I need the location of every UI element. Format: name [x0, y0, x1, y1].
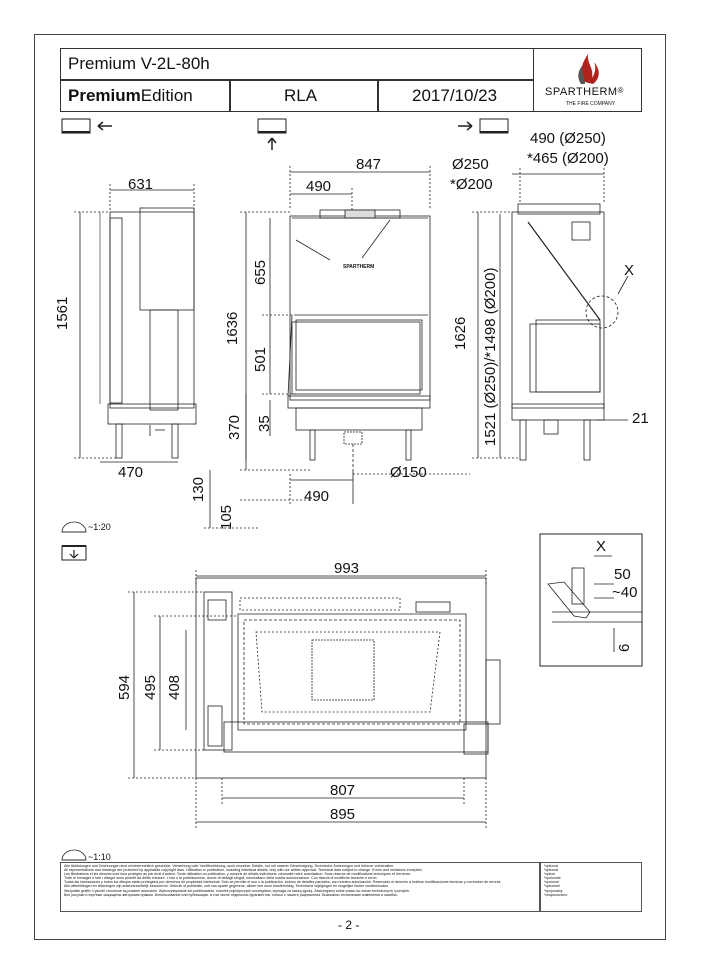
dim-front-upper: 655: [252, 259, 269, 285]
optional-note: *optional: [544, 864, 558, 868]
legal-line: Tutte le immagini e tutti i disegni sono…: [64, 876, 378, 881]
optional-note: *опционально: [544, 892, 568, 897]
scale-1-10: ~1:10: [88, 852, 111, 862]
legal-line: Wszystkie grafiki i rysunki chronione są…: [64, 888, 410, 893]
dim-front-base2: 35: [256, 415, 273, 432]
brand-text: SPARTHERM: [545, 86, 618, 98]
optional-note: *option: [544, 872, 556, 877]
dim-right-height: 1626: [452, 316, 469, 350]
legal-optional-notes: *optional *optional *option *opzionale *…: [540, 862, 642, 912]
dim-right-top2: *465 (Ø200): [527, 150, 609, 167]
dim-front-offset: 490: [306, 178, 332, 195]
dim-plan-depth3: 408: [166, 674, 183, 700]
brand-tagline: THE FIRE COMPANY: [566, 101, 616, 107]
legal-notice: Alle Abbildungen und Zeichnungen sind ur…: [60, 862, 540, 912]
legal-line: Alle Abbildungen und Zeichnungen sind ur…: [64, 864, 395, 868]
dim-front-width: 847: [356, 156, 382, 173]
front-view-logo: SPARTHERM: [343, 264, 375, 270]
edition-label: PremiumEdition: [68, 86, 193, 106]
optional-note: *opcional: [544, 880, 559, 885]
brand-reg: ®: [617, 86, 624, 95]
dim-front-base: 370: [226, 414, 243, 440]
dim-plan-width: 993: [334, 560, 360, 577]
legal-line: Todas las ilustraciones y todos los dibu…: [64, 880, 502, 885]
detail-dim-6: 6: [616, 643, 633, 652]
optional-note: *optioneel: [544, 884, 560, 889]
dim-plan-bottom2: 895: [330, 806, 356, 823]
dim-front-glass: 501: [252, 346, 269, 372]
detail-dim-50: 50: [614, 566, 631, 583]
dim-right-chimney: 1521 (Ø250)/*1498 (Ø200): [482, 267, 499, 446]
drawing-frame: [34, 34, 666, 940]
title-cell-edition: [60, 80, 230, 112]
detail-x-title: X: [596, 538, 607, 555]
scale-1-20: ~1:20: [88, 522, 111, 532]
dim-right-side: 21: [632, 410, 649, 427]
optional-note: *opzionale: [544, 876, 561, 881]
dim-plan-depth: 594: [116, 674, 133, 700]
page-number: - 2 -: [338, 918, 360, 932]
optional-note: *optional: [544, 868, 558, 873]
dim-left-depth: 631: [128, 176, 154, 193]
legal-line: Все рисунки и чертежи защищены авторским…: [64, 892, 398, 897]
legal-line: All representations and drawings are pro…: [64, 868, 423, 873]
legal-line: Alle afbeeldingen en tekeningen zijn aut…: [64, 884, 390, 889]
dim-right-flue1: Ø250: [452, 156, 489, 173]
date-label: 2017/10/23: [412, 86, 498, 105]
edition-rest: Edition: [140, 86, 193, 105]
optional-note: *opcjonalny: [544, 888, 563, 893]
dim-front-total-height: 1636: [224, 311, 241, 345]
dim-plan-depth2: 495: [142, 674, 159, 700]
detail-dim-40: ~40: [612, 584, 638, 601]
title-cell-model: [60, 48, 534, 80]
edition-bold: Premium: [68, 86, 141, 105]
dim-front-bottom: 105: [218, 504, 235, 530]
dim-right-flue2: *Ø200: [450, 176, 493, 193]
dim-front-outlet: Ø150: [390, 464, 427, 481]
dim-front-foot: 130: [190, 476, 207, 502]
dim-plan-bottom1: 807: [330, 782, 356, 799]
detail-x-marker: X: [624, 262, 635, 279]
brand-name: SPARTHERM®: [545, 86, 624, 98]
legal-line: Les illustrations et les dessins sont to…: [64, 872, 411, 877]
variant-label: RLA: [284, 86, 318, 105]
model-name: Premium V-2L-80h: [68, 54, 210, 73]
title-cell-variant: [230, 80, 378, 112]
dim-left-bottom-depth: 470: [118, 464, 144, 481]
dim-front-outlet-offset: 490: [304, 488, 330, 505]
dim-right-top1: 490 (Ø250): [530, 130, 606, 147]
dim-left-height: 1561: [54, 296, 71, 330]
title-cell-date: [378, 80, 534, 112]
